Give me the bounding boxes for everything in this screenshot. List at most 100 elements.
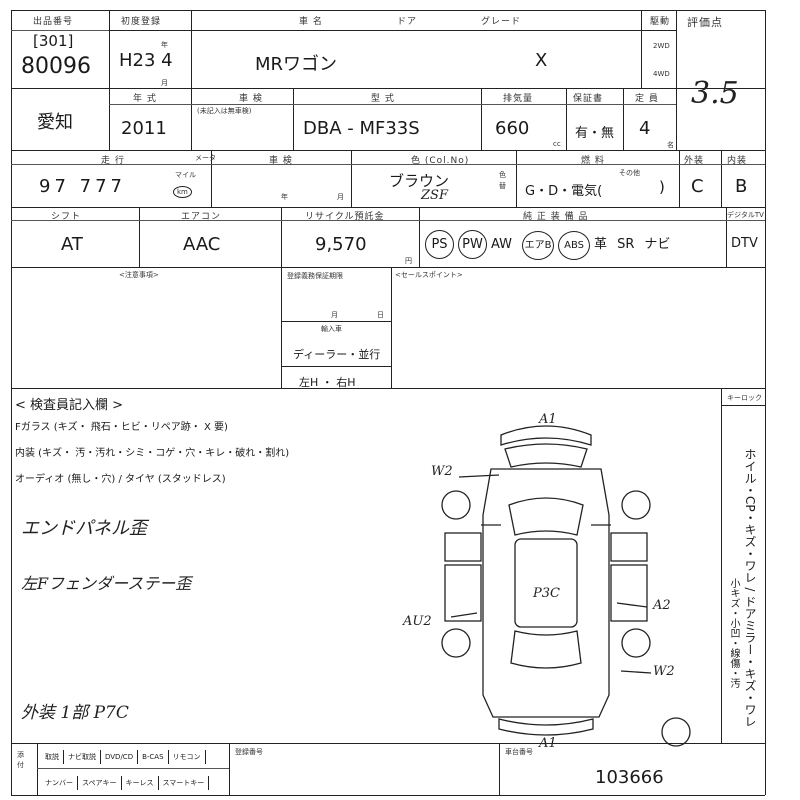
door-label: ドア — [397, 17, 418, 27]
mileage-label: 走 行 — [101, 156, 125, 166]
displacement-label: 排気量 — [503, 94, 534, 104]
exterior-value: C — [691, 176, 704, 197]
car-name-label: 車 名 — [299, 17, 323, 27]
attach-item: スペアキー — [78, 776, 122, 790]
car-diagram: A1 W2 P3C AU2 A2 W2 A1 — [402, 412, 691, 751]
col-divider — [516, 150, 518, 207]
import-label: 輸入車 — [321, 325, 342, 333]
row-divider — [11, 388, 765, 390]
attach-item: ナビ取説 — [64, 750, 101, 764]
attach-item: B-CAS — [138, 750, 169, 764]
grade-value: X — [535, 50, 548, 71]
model-type-value: DBA - MF33S — [303, 118, 420, 139]
recycle-label: リサイクル預託金 — [305, 212, 385, 222]
rear-bumper — [498, 718, 594, 736]
inspector-vertical: ホイル・CP・キズ・ワレ / ドアミラー・キズ・ワレ — [743, 448, 757, 728]
col-divider — [481, 88, 483, 150]
lot-label: 出品番号 — [33, 17, 74, 27]
mark-w2-right: W2 — [653, 664, 675, 679]
col-divider — [721, 388, 723, 743]
col-divider — [191, 10, 193, 88]
dtv-label: デジタルTV — [727, 211, 764, 219]
row-divider — [11, 150, 765, 152]
inspector-line1: Fガラス (キズ・ 飛石・ヒビ・リペア跡・ X 要) — [15, 422, 228, 433]
inspector-line3: オーディオ (無し・穴) / タイヤ (スタッドレス) — [15, 474, 226, 485]
row-divider — [11, 743, 765, 745]
attach-item: スマートキー — [159, 776, 210, 790]
col-divider — [566, 88, 568, 150]
capacity-value: 4 — [639, 118, 651, 139]
roof — [514, 538, 578, 628]
shift-value: AT — [61, 234, 83, 255]
equipment-item: ABS — [558, 231, 591, 260]
equipment-item: エアB — [522, 231, 555, 260]
shift-label: シフト — [51, 212, 82, 222]
inspector-line2: 内装 (キズ・ 汚・汚れ・シミ・コゲ・穴・キレ・破れ・割れ) — [15, 448, 290, 459]
shaken-label: 車 検 — [269, 156, 293, 166]
row-divider — [11, 88, 765, 90]
col-divider — [293, 88, 295, 150]
front-right-wheel — [621, 490, 651, 520]
model-type-label: 型 式 — [371, 94, 395, 104]
interior-label: 内装 — [727, 156, 748, 166]
notes-label: <注意事項> — [119, 271, 159, 279]
capacity-unit: 名 — [667, 141, 674, 149]
rear-right-wheel — [621, 628, 651, 658]
front-bumper — [500, 425, 592, 446]
equip-label: 純 正 装 備 品 — [523, 212, 589, 222]
label-line — [281, 321, 391, 323]
col-divider — [11, 10, 13, 795]
left-rear-door — [444, 564, 482, 622]
inspector-note3: 外装 1部 P7C — [21, 703, 129, 723]
col-divider — [765, 10, 767, 795]
label-line — [641, 30, 676, 32]
venue-code: [301] — [33, 32, 74, 50]
col-divider — [419, 207, 421, 267]
inspector-note1: エンドパネル歪 — [21, 518, 147, 539]
hood — [504, 443, 588, 468]
label-line — [721, 405, 765, 407]
interior-value: B — [735, 176, 748, 197]
drive-2wd: 2WD — [653, 42, 670, 50]
col-divider — [351, 150, 353, 207]
lot-number: 80096 — [21, 54, 91, 79]
capacity-label: 定 員 — [635, 94, 659, 104]
shaken-year: 年 — [281, 193, 288, 201]
label-line — [281, 366, 391, 368]
windshield — [508, 497, 584, 536]
equipment-item: SR — [617, 237, 635, 252]
displacement-unit: cc — [553, 140, 561, 148]
col-divider — [281, 267, 283, 388]
col-divider — [721, 150, 723, 207]
handle-value: 左H ・ 右H — [299, 376, 356, 389]
row-divider — [11, 10, 765, 12]
label-line — [11, 220, 765, 222]
drive-4wd: 4WD — [653, 70, 670, 78]
attach-item: ナンバー — [41, 776, 78, 790]
recycle-unit: 円 — [405, 257, 412, 265]
recycle-value: 9,570 — [315, 234, 367, 255]
leader-line — [616, 602, 648, 608]
mark-a2: A2 — [652, 598, 671, 613]
col-divider — [109, 10, 111, 88]
row-divider — [11, 795, 765, 797]
label-line — [11, 30, 109, 32]
fuel-value: G・D・電気( — [525, 184, 603, 199]
color-change-label: 色替 — [499, 171, 506, 190]
left-front-door — [444, 532, 482, 562]
col-divider — [499, 743, 501, 795]
fuel-label: 燃 料 — [581, 156, 605, 166]
expiry-month: 月 — [331, 311, 338, 319]
equipment-item: AW — [491, 237, 513, 252]
aircon-value: AAC — [183, 234, 221, 255]
col-divider — [211, 150, 213, 207]
equipment-item: PW — [458, 230, 487, 259]
mark-a1-bottom: A1 — [538, 736, 557, 751]
displacement-value: 660 — [495, 118, 530, 139]
manual-label: 保証書 — [573, 94, 604, 104]
chassis-value: 103666 — [595, 767, 664, 788]
attach-items-bottom: ナンバースペアキーキーレススマートキー — [41, 776, 210, 790]
equipment-item: PS — [425, 230, 454, 259]
exterior-label: 外装 — [684, 156, 705, 166]
sales-label: <セールスポイント> — [395, 271, 463, 279]
